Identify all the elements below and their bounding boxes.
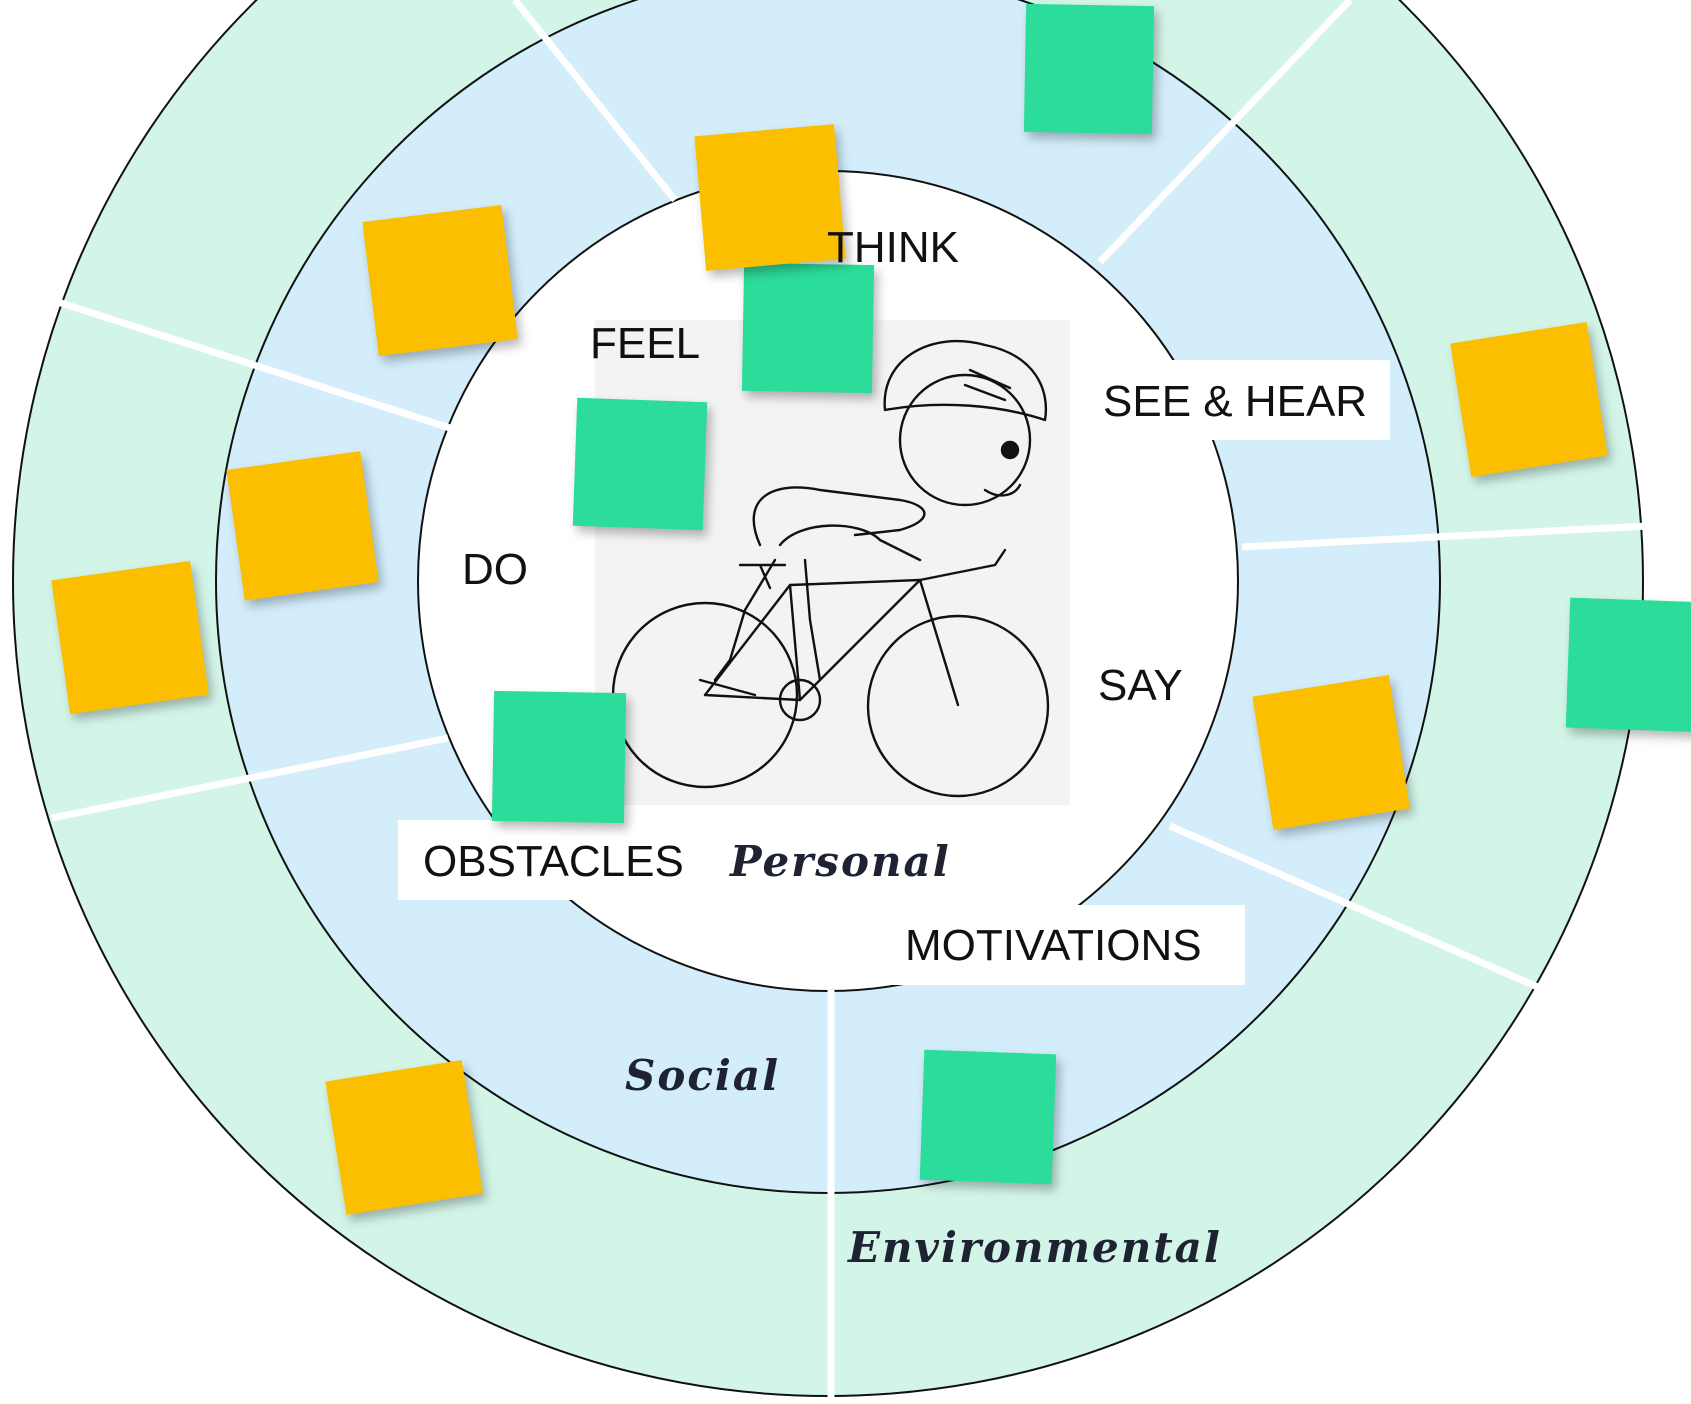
divider-top-right — [1097, 0, 1353, 265]
sticky-note-yellow[interactable] — [694, 124, 846, 271]
personal-ring-label: Personal — [729, 837, 951, 886]
motivations-label: MOTIVATIONS — [905, 921, 1202, 970]
think-label: THINK — [827, 223, 959, 272]
sticky-note-yellow[interactable] — [325, 1060, 483, 1215]
divider-top-left — [512, 0, 678, 203]
environmental-ring-label: Environmental — [847, 1223, 1222, 1272]
cyclist-illustration — [595, 320, 1070, 805]
obstacles-label: OBSTACLES — [423, 837, 684, 886]
sticky-notes — [51, 3, 1691, 1215]
sticky-note-green[interactable] — [1565, 597, 1691, 733]
sticky-note-yellow[interactable] — [226, 451, 379, 601]
sticky-note-yellow[interactable] — [1023, 3, 1155, 135]
helmet — [883, 339, 1048, 422]
ring-dividers — [51, 0, 1649, 1404]
sticky-note-yellow[interactable] — [51, 560, 209, 715]
sticky-note-green[interactable] — [741, 262, 875, 394]
front-wheel — [866, 614, 1050, 798]
sticky-note-yellow[interactable] — [362, 204, 518, 357]
do-label: DO — [462, 545, 528, 594]
bike-frame — [703, 578, 960, 707]
sticky-note-green[interactable] — [572, 397, 708, 531]
motivations-label-box — [885, 905, 1245, 985]
sticky-note-green[interactable] — [491, 690, 627, 824]
divider-right-upper — [1241, 522, 1649, 551]
sticky-note-yellow[interactable] — [1450, 322, 1608, 477]
divider-left-upper — [56, 298, 452, 432]
sticky-note-green[interactable] — [919, 1049, 1057, 1185]
divider-right-lower — [1168, 822, 1542, 992]
sticky-note-yellow[interactable] — [1252, 675, 1410, 830]
feel-label: FEEL — [590, 319, 700, 368]
say-label: SAY — [1098, 661, 1183, 710]
social-ring-label: Social — [625, 1051, 780, 1100]
see-hear-label: SEE & HEAR — [1103, 377, 1367, 426]
obstacles-label-box — [398, 820, 700, 900]
see-hear-label-box — [1085, 360, 1390, 440]
cyclist-head — [898, 373, 1032, 507]
divider-left-lower — [51, 734, 449, 822]
